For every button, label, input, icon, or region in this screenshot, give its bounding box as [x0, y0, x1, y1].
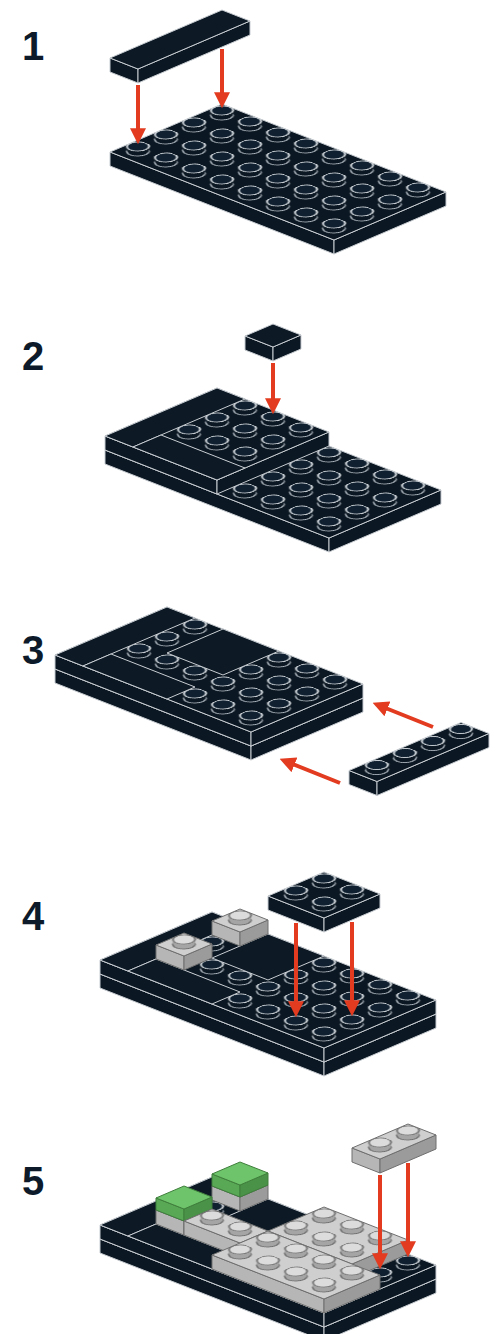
tile-top: [83, 654, 195, 699]
callout-number: 5: [22, 1161, 44, 1201]
placement-arrow: [383, 707, 433, 727]
placement-arrow: [350, 922, 354, 1005]
gray-jumper: [156, 933, 212, 970]
upper-layer: [100, 1177, 436, 1327]
step-two-art: [105, 324, 441, 552]
tile-top: [245, 324, 301, 347]
tile-top: [110, 10, 250, 69]
placement-arrow: [220, 49, 224, 97]
step-four-art: [100, 872, 436, 1076]
upper-layer: [100, 912, 436, 1062]
plate-top: [352, 1124, 436, 1159]
plate-top: [268, 872, 380, 918]
falling-tile: [110, 10, 250, 83]
green-tile: [212, 1162, 268, 1197]
jumper-top: [212, 909, 268, 932]
tile-top: [133, 435, 245, 480]
step-three-art: [55, 607, 489, 796]
tile-top: [212, 1162, 268, 1185]
plate-top: [212, 1231, 380, 1299]
placement-arrow: [136, 85, 140, 133]
callout-number: 1: [22, 26, 44, 66]
placement-arrow: [406, 1163, 410, 1246]
tile-top: [55, 607, 195, 666]
tile-top: [156, 1186, 212, 1209]
gray-plate: [212, 1231, 380, 1313]
step-one-art: [110, 10, 446, 254]
plate-top: [100, 912, 436, 1048]
base-plate: [110, 104, 446, 254]
upper-layer: [55, 607, 363, 746]
placement-arrow: [378, 1175, 382, 1258]
jumper-top: [156, 933, 212, 956]
callout-number: 4: [22, 896, 44, 936]
placement-arrow: [290, 763, 340, 783]
plate-top: [349, 723, 489, 782]
falling-plate: [352, 1124, 436, 1173]
plate-top: [55, 607, 363, 732]
step-five-art: [100, 1124, 436, 1334]
tile-top: [167, 629, 279, 675]
tile-top: [105, 388, 245, 447]
plate-top: [100, 1177, 436, 1313]
plate-top: [105, 388, 329, 480]
falling-tile: [245, 324, 301, 361]
callout-number: 2: [22, 336, 44, 376]
plate-top: [110, 104, 446, 240]
placement-arrow: [294, 923, 298, 1006]
falling-plate: [268, 872, 380, 932]
gray-jumper: [212, 909, 268, 946]
sliding-plate: [349, 723, 489, 796]
upper-layer: [105, 388, 329, 494]
callout-number: 3: [22, 630, 44, 670]
placement-arrow: [271, 363, 275, 403]
